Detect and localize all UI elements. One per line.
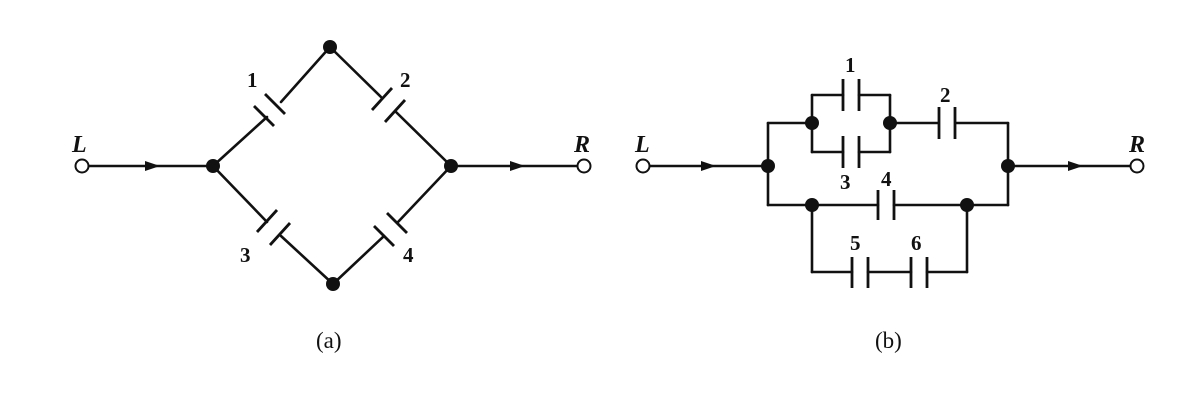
cap-2-label-b: 2 <box>940 83 951 107</box>
cap-4-label-b: 4 <box>881 167 892 191</box>
node-box-left-b <box>805 116 819 130</box>
branch-4-wire-a <box>331 234 386 286</box>
caption-a: (a) <box>316 328 342 353</box>
cap-3-label-b: 3 <box>840 170 851 194</box>
branch-2-wire-a <box>328 45 384 100</box>
terminal-left-label-b: L <box>634 132 650 158</box>
diagram-a: L R 1 2 3 4 (a) <box>71 40 592 353</box>
branch-3-wire-b <box>279 234 335 286</box>
terminal-right-a <box>576 158 592 174</box>
diagram-b: L R 1 2 3 4 5 6 (b) <box>634 53 1145 353</box>
terminal-right-label-b: R <box>1128 132 1145 158</box>
cap-6-label-b: 6 <box>911 231 922 255</box>
node-right-a <box>444 159 458 173</box>
node-left-b <box>761 159 775 173</box>
branch-3-wire-a <box>211 164 269 224</box>
arrow-out-a-icon <box>510 161 525 171</box>
node-bottom-a <box>326 277 340 291</box>
branch-2-wire-b <box>394 110 453 168</box>
node-top-a <box>323 40 337 54</box>
branch-1-wire-b <box>279 45 332 104</box>
cap-3-label-a: 3 <box>240 243 251 267</box>
terminal-right-label-a: R <box>573 132 590 158</box>
cap-1-plate-a <box>253 105 275 127</box>
node-right-b <box>1001 159 1015 173</box>
cap-2-label-a: 2 <box>400 68 411 92</box>
cap-3-plate-b <box>268 222 292 246</box>
node-left-a <box>206 159 220 173</box>
cap-4-plate-a <box>373 225 395 247</box>
node-lower-right-b <box>960 198 974 212</box>
terminal-left-label-a: L <box>71 132 87 158</box>
cap-4-label-a: 4 <box>403 243 414 267</box>
branch-4-wire-b <box>396 164 453 224</box>
terminal-right-b <box>1129 158 1145 174</box>
branch-1-wire-a <box>211 115 269 168</box>
terminal-left-b <box>635 158 651 174</box>
cap-5-label-b: 5 <box>850 231 861 255</box>
cap-2-plate-b <box>383 99 407 123</box>
terminal-left-a <box>74 158 90 174</box>
arrow-in-a-icon <box>145 161 160 171</box>
arrow-out-b-icon <box>1068 161 1083 171</box>
node-box-right-b <box>883 116 897 130</box>
cap-2-plate-a <box>370 87 394 111</box>
arrow-in-b-icon <box>701 161 716 171</box>
cap-1-label-a: 1 <box>247 68 258 92</box>
cap-4-plate-b <box>386 212 408 234</box>
caption-b: (b) <box>875 328 902 353</box>
cap-1-label-b: 1 <box>845 53 856 77</box>
cap-3-plate-a <box>255 209 279 233</box>
node-lower-left-b <box>805 198 819 212</box>
cap-1-plate-b <box>264 93 286 115</box>
